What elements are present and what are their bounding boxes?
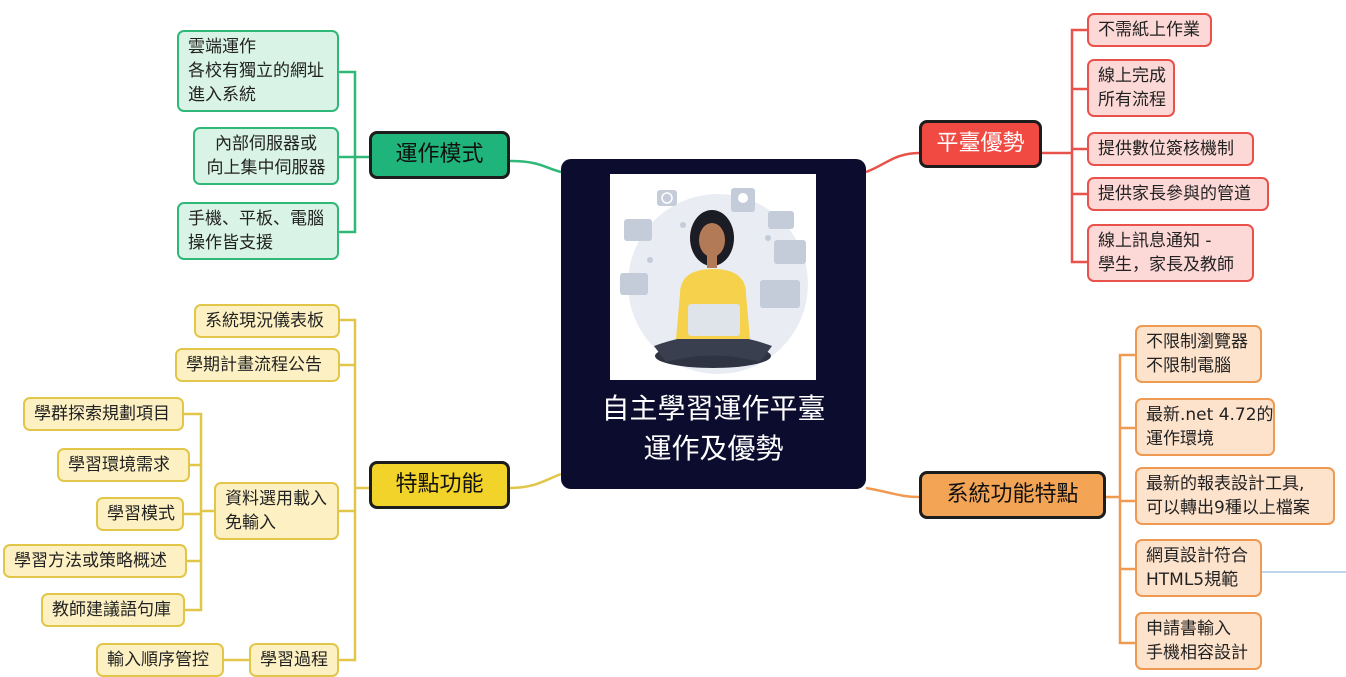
branch-system[interactable]: 系統功能特點 xyxy=(919,471,1106,519)
process-item[interactable]: 輸入順序管控 xyxy=(96,643,224,677)
operation-item[interactable]: 手機、平板、電腦 操作皆支援 xyxy=(177,202,339,260)
center-title: 自主學習運作平臺 運作及優勢 xyxy=(601,392,826,465)
operation-item[interactable]: 內部伺服器或 向上集中伺服器 xyxy=(193,127,339,185)
system-item[interactable]: 網頁設計符合 HTML5規範 xyxy=(1135,539,1262,597)
feature-item-data-loading[interactable]: 資料選用載入 免輸入 xyxy=(214,482,339,540)
advantage-item[interactable]: 提供數位簽核機制 xyxy=(1087,132,1254,166)
feature-item-learning-process[interactable]: 學習過程 xyxy=(249,643,339,677)
feature-item[interactable]: 學期計畫流程公告 xyxy=(175,348,340,382)
data-item[interactable]: 教師建議語句庫 xyxy=(41,593,185,627)
data-item[interactable]: 學群探索規劃項目 xyxy=(23,397,184,431)
advantage-item[interactable]: 提供家長參與的管道 xyxy=(1087,177,1269,211)
branch-advantages[interactable]: 平臺優勢 xyxy=(919,120,1042,168)
advantage-item[interactable]: 線上完成 所有流程 xyxy=(1087,59,1175,117)
advantage-item[interactable]: 不需紙上作業 xyxy=(1087,13,1212,47)
system-item[interactable]: 申請書輸入 手機相容設計 xyxy=(1135,612,1262,670)
advantage-item[interactable]: 線上訊息通知 - 學生，家長及教師 xyxy=(1087,224,1254,282)
system-item[interactable]: 最新.net 4.72的 運作環境 xyxy=(1135,398,1275,456)
data-item[interactable]: 學習環境需求 xyxy=(57,448,190,482)
system-item[interactable]: 不限制瀏覽器 不限制電腦 xyxy=(1135,325,1262,383)
data-item[interactable]: 學習模式 xyxy=(96,497,184,531)
branch-operation[interactable]: 運作模式 xyxy=(369,131,510,179)
operation-item[interactable]: 雲端運作 各校有獨立的網址 進入系統 xyxy=(177,30,339,112)
system-item[interactable]: 最新的報表設計工具, 可以轉出9種以上檔案 xyxy=(1135,467,1335,525)
data-item[interactable]: 學習方法或策略概述 xyxy=(3,544,187,578)
branch-features[interactable]: 特點功能 xyxy=(369,461,510,509)
center-topic[interactable]: 自主學習運作平臺 運作及優勢 xyxy=(561,159,866,489)
feature-item[interactable]: 系統現況儀表板 xyxy=(194,304,340,338)
person-with-laptop-illustration xyxy=(610,174,816,380)
